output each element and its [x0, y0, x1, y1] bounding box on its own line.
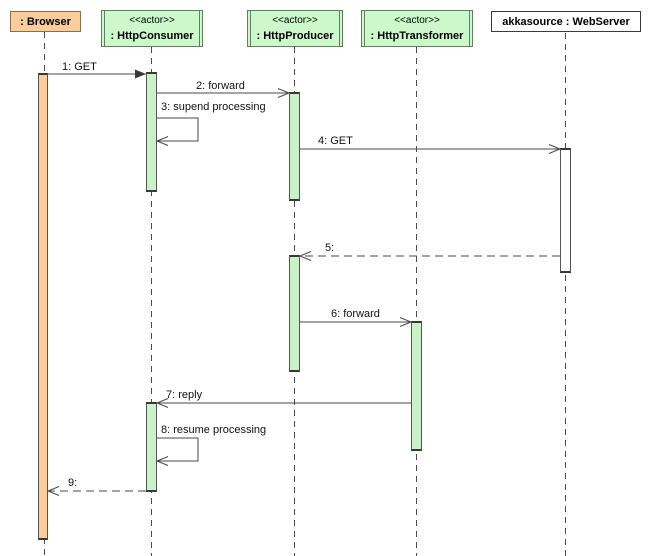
object-name: akkasource : WebServer [502, 15, 630, 28]
message-label-8: 8: resume processing [161, 424, 267, 436]
activation-http-consumer-1 [146, 72, 157, 192]
message-label-4: 4: GET [318, 135, 353, 147]
message-5-return-arrow [298, 251, 560, 261]
open-arrowhead-icon [277, 88, 291, 98]
message-label-9: 9: [68, 477, 78, 489]
filled-arrowhead-icon [135, 69, 146, 79]
open-arrowhead-icon [399, 317, 413, 327]
message-2-forward-arrow [157, 88, 291, 98]
message-9-return-arrow [46, 486, 146, 496]
object-box-browser: : Browser [10, 11, 81, 32]
lifeline-web-server [565, 33, 566, 556]
object-name: : Browser [20, 15, 71, 28]
open-arrowhead-icon [155, 456, 169, 466]
message-label-3: 3: supend processing [161, 101, 266, 113]
lifeline-http-transformer [416, 47, 417, 556]
activation-web-server [560, 148, 571, 273]
open-arrowhead-icon [548, 144, 562, 154]
activation-http-producer-1 [289, 92, 300, 201]
message-3-self-arrow [155, 117, 199, 146]
open-arrowhead-icon [155, 136, 169, 146]
message-6-forward-arrow [300, 317, 413, 327]
lifeline-http-consumer [151, 47, 152, 556]
object-box-http-transformer: <<actor>> : HttpTransformer [361, 10, 473, 47]
object-name: : HttpConsumer [110, 30, 194, 42]
activation-browser [38, 73, 48, 540]
stereotype-label: <<actor>> [129, 15, 175, 26]
open-arrowhead-icon [155, 398, 169, 408]
open-arrowhead-icon [46, 486, 60, 496]
message-4-get-arrow [300, 144, 562, 154]
message-label-5: 5: [325, 242, 335, 254]
message-label-6: 6: forward [331, 308, 380, 320]
object-name: : HttpTransformer [370, 30, 464, 42]
activation-http-transformer [411, 321, 422, 451]
object-name: : HttpProducer [256, 30, 334, 42]
object-box-http-producer: <<actor>> : HttpProducer [247, 10, 343, 47]
message-label-2: 2: forward [196, 80, 245, 92]
activation-http-consumer-2 [146, 402, 157, 492]
message-7-reply-arrow [155, 398, 411, 408]
message-8-self-arrow [155, 437, 199, 466]
open-arrowhead-icon [298, 251, 312, 261]
object-box-web-server: akkasource : WebServer [491, 11, 641, 32]
stereotype-label: <<actor>> [394, 15, 440, 26]
message-label-1: 1: GET [62, 61, 97, 73]
message-label-7: 7: reply [166, 389, 203, 401]
object-box-http-consumer: <<actor>> : HttpConsumer [101, 10, 203, 47]
stereotype-label: <<actor>> [272, 15, 318, 26]
activation-http-producer-2 [289, 255, 300, 372]
message-1-get-arrow [48, 69, 146, 79]
